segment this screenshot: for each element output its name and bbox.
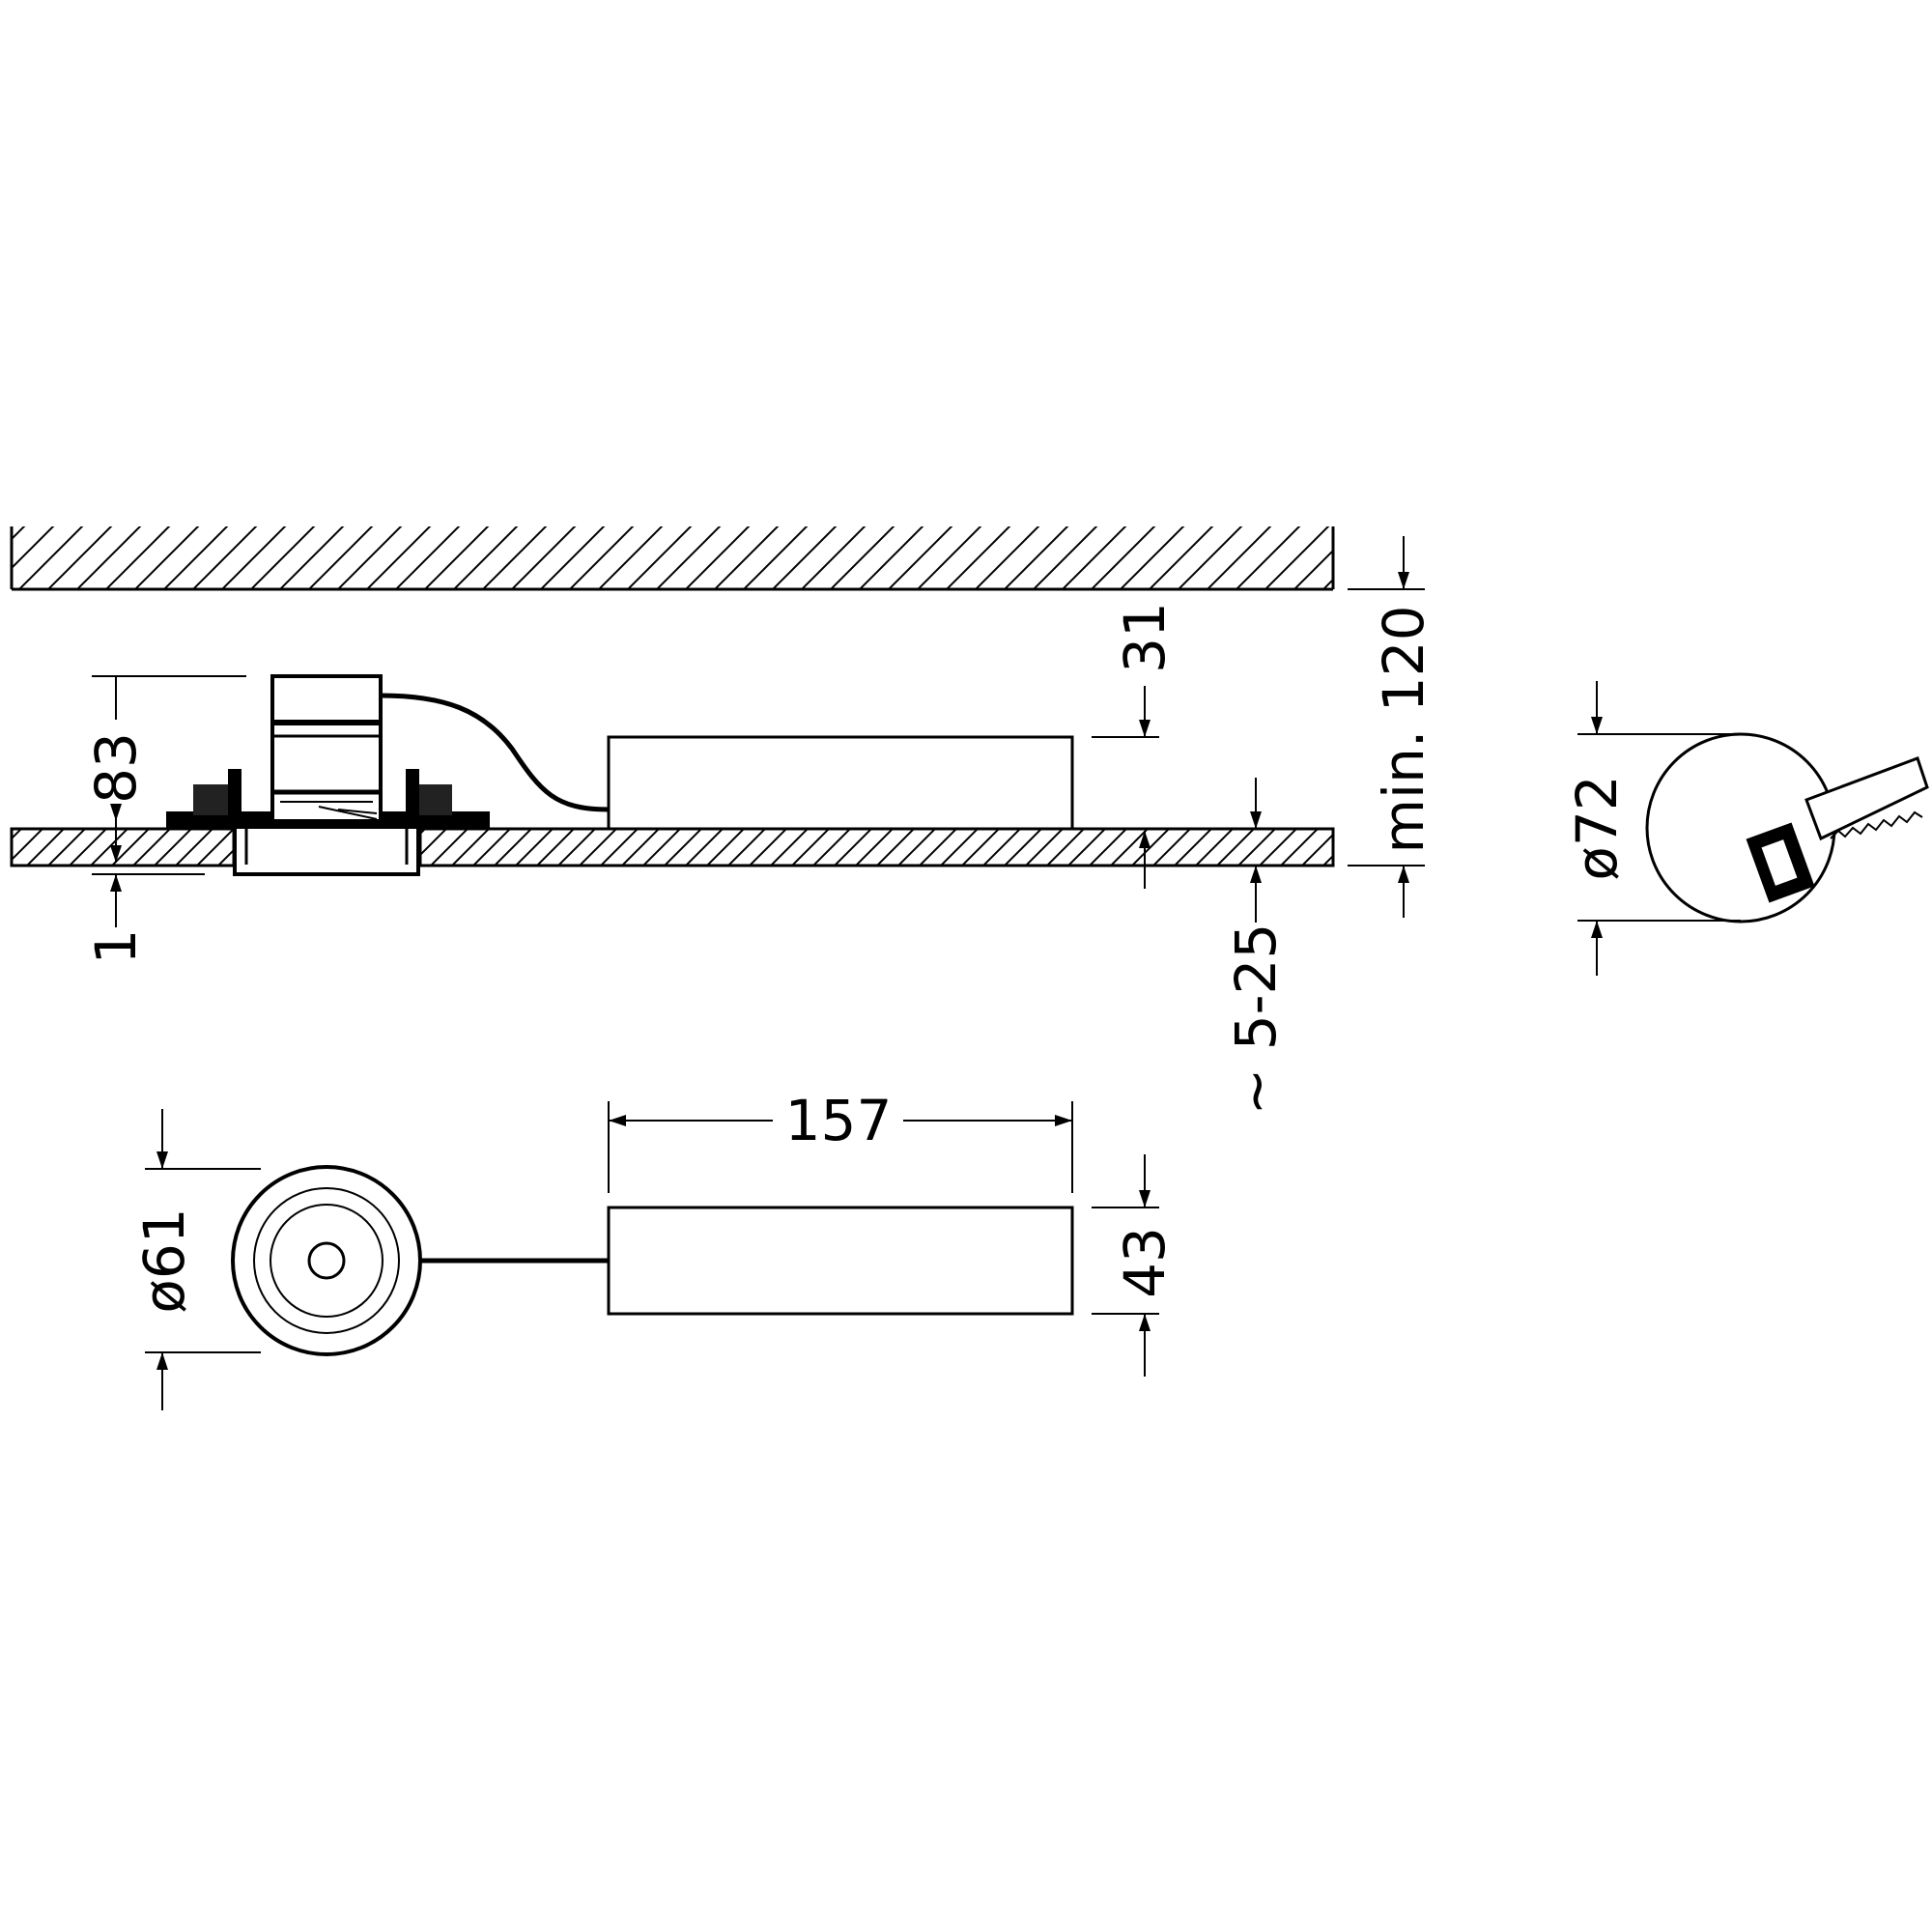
dim-label-61: ø61 — [131, 1208, 197, 1313]
dim-31: 31 — [1092, 602, 1178, 738]
saw-icon — [1746, 756, 1929, 903]
dim-label-5-25: ~ 5-25 — [1223, 923, 1289, 1116]
dim-83: 83 — [83, 675, 246, 863]
driver-box-side — [607, 735, 1074, 831]
power-cable — [380, 693, 610, 812]
dim-61: ø61 — [131, 1109, 261, 1410]
dim-label-1: 1 — [83, 929, 149, 965]
dim-label-31: 31 — [1112, 602, 1178, 673]
ceiling-board — [10, 827, 1335, 867]
dim-43: 43 — [1092, 1154, 1178, 1377]
dim-label-83: 83 — [83, 732, 149, 804]
dim-label-min-120: min. 120 — [1371, 606, 1436, 854]
dim-label-157: 157 — [785, 1088, 893, 1153]
dim-1: 1 — [83, 873, 205, 965]
recessed-fixture — [166, 674, 490, 876]
dim-label-72: ø72 — [1564, 775, 1630, 880]
upper-slab — [10, 526, 1335, 591]
dim-157: 157 — [608, 1088, 1073, 1193]
cutout-circle — [1645, 732, 1836, 923]
dim-min-120: min. 120 — [1348, 536, 1436, 918]
dim-5-25: ~ 5-25 — [1223, 778, 1289, 1115]
fixture-top-view — [231, 1165, 422, 1356]
dim-label-43: 43 — [1112, 1227, 1178, 1298]
dim-72: ø72 — [1564, 681, 1741, 976]
driver-box-top — [607, 1206, 1074, 1316]
